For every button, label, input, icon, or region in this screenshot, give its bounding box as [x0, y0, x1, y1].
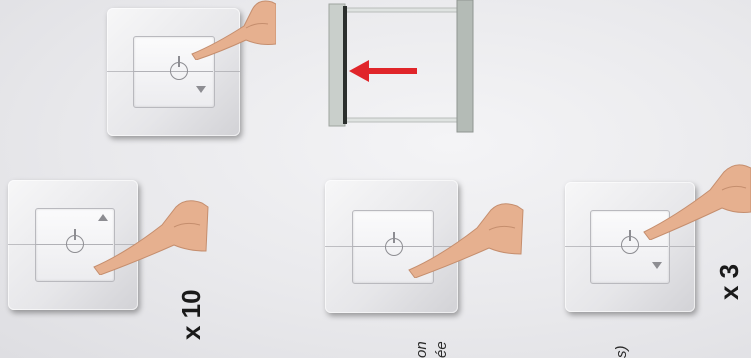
cropped-text-line-2: ée	[434, 341, 450, 358]
cropped-text-line-3: s)	[614, 346, 630, 358]
power-symbol-bar	[629, 230, 631, 241]
cropped-text-line-1: on	[414, 341, 430, 358]
hand-pointer-icon	[405, 198, 525, 278]
hand-pointer-icon	[90, 195, 210, 275]
repeat-count-label: x 10	[176, 289, 207, 340]
down-triangle-icon	[196, 86, 206, 93]
down-triangle-icon	[652, 262, 662, 269]
left-arrow-icon	[345, 58, 420, 84]
hand-pointer-icon	[186, 0, 276, 60]
power-symbol-bar	[393, 232, 395, 243]
power-symbol-bar	[178, 56, 180, 67]
hand-pointer-icon	[640, 160, 751, 240]
repeat-count-label: x 3	[714, 264, 745, 300]
power-symbol-bar	[74, 229, 76, 240]
